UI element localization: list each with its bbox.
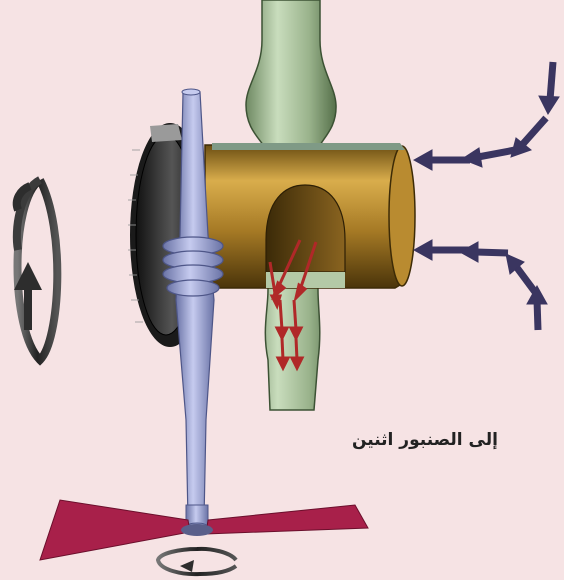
spindle-thread-rings [163, 237, 223, 296]
arrow-left-icon [462, 148, 515, 167]
arrow-left-icon [460, 242, 508, 262]
arrow-up-icon [506, 254, 535, 292]
diagram-caption: إلى الصنبور اثنين [352, 430, 498, 450]
arrow-down-icon [539, 62, 559, 114]
arrow-left-icon [511, 118, 546, 157]
arrow-up-icon [527, 286, 547, 330]
arrow-left-icon [414, 240, 470, 260]
curved-arrow-rotation-icon-small [158, 549, 236, 574]
arrow-left-icon [414, 150, 470, 170]
valve-cylinder [205, 143, 415, 288]
inflow-arrows [414, 62, 559, 330]
curved-arrow-rotation-icon-large [14, 180, 57, 360]
